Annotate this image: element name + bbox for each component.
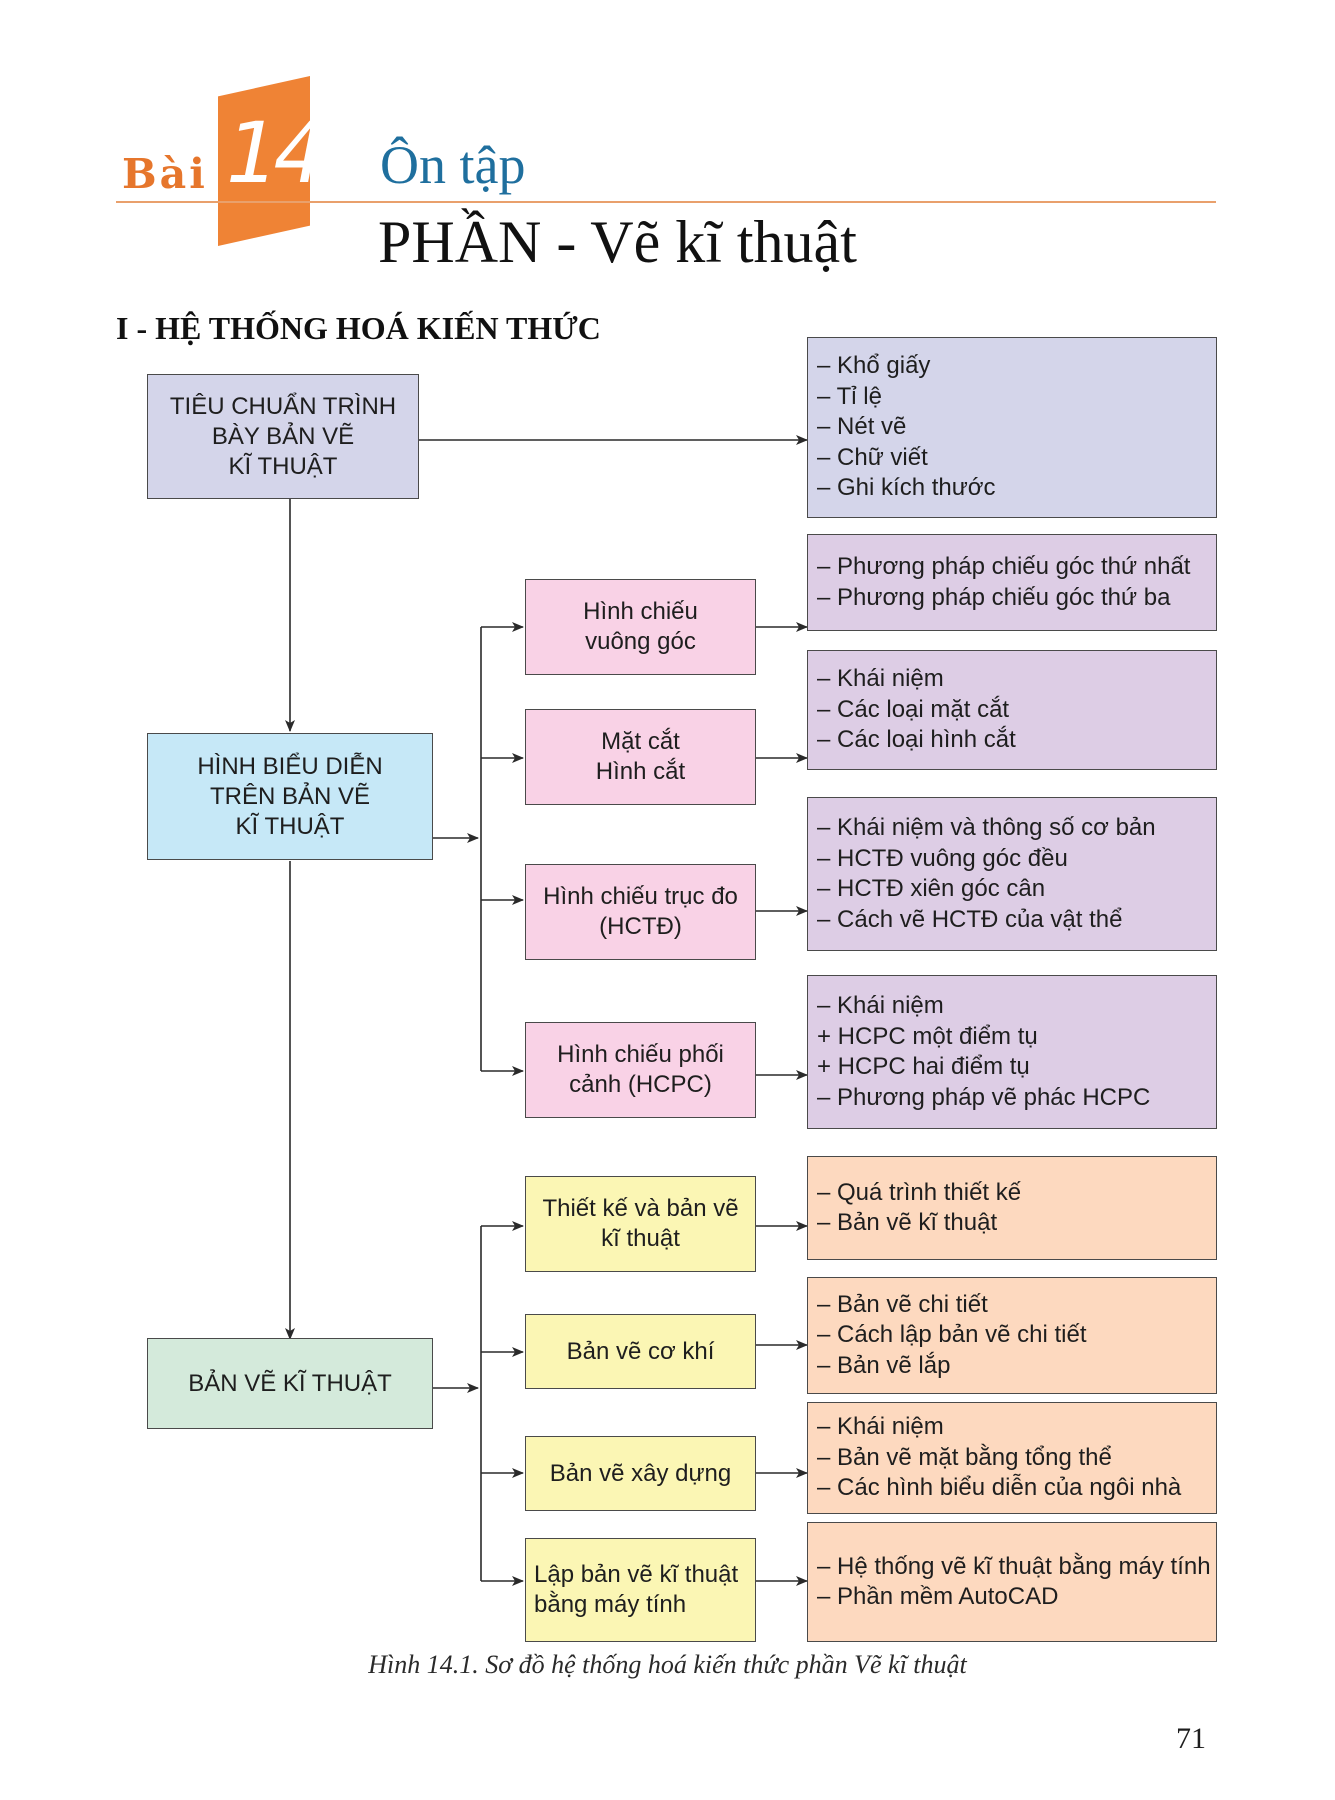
node-line: KĨ THUẬT: [228, 452, 338, 480]
detail-standards: – Khổ giấy – Tỉ lệ – Nét vẽ – Chữ viết –…: [807, 337, 1217, 518]
detail-item: – HCTĐ xiên góc cân: [817, 875, 1046, 902]
detail-item: – Các loại mặt cắt: [817, 695, 1010, 723]
header-divider: [116, 201, 1216, 203]
node-line: BẢN VẼ KĨ THUẬT: [188, 1369, 392, 1397]
node-line: bằng máy tính: [534, 1591, 687, 1618]
detail-item: – Bản vẽ mặt bằng tổng thể: [817, 1443, 1112, 1471]
node-line: Hình chiếu: [583, 598, 698, 625]
node-line: kĩ thuật: [601, 1225, 680, 1252]
detail-item: – Phương pháp vẽ phác HCPC: [817, 1083, 1151, 1111]
detail-computer-drawings: – Hệ thống vẽ kĩ thuật bằng máy tính – P…: [807, 1522, 1217, 1642]
node-line: Lập bản vẽ kĩ thuật: [534, 1561, 739, 1588]
detail-item: – Ghi kích thước: [817, 474, 996, 502]
branch-orthographic-projection: Hình chiếu vuông góc: [525, 579, 756, 675]
detail-orthographic-projection: – Phương pháp chiếu góc thứ nhất – Phươn…: [807, 534, 1217, 631]
detail-item: – Cách lập bản vẽ chi tiết: [817, 1321, 1087, 1349]
detail-item: – HCTĐ vuông góc đều: [817, 844, 1068, 872]
detail-axonometric-projection: – Khái niệm và thông số cơ bản – HCTĐ vu…: [807, 797, 1217, 951]
section-heading: I - HỆ THỐNG HOÁ KIẾN THỨC: [116, 310, 601, 346]
branch-computer-drawings: Lập bản vẽ kĩ thuật bằng máy tính: [525, 1538, 756, 1642]
node-technical-drawings: BẢN VẼ KĨ THUẬT: [147, 1338, 433, 1429]
node-line: Bản vẽ xây dựng: [549, 1459, 732, 1487]
detail-item: – Khái niệm: [817, 992, 944, 1019]
detail-item: – Các hình biểu diễn của ngôi nhà: [817, 1474, 1182, 1502]
lesson-label: Bài: [122, 150, 208, 198]
node-line: TIÊU CHUẨN TRÌNH: [169, 392, 397, 420]
node-line: BÀY BẢN VẼ: [211, 422, 355, 450]
detail-item: – Khái niệm: [817, 1413, 944, 1441]
node-line: Hình cắt: [595, 758, 686, 785]
detail-item: – Các loại hình cắt: [817, 726, 1016, 754]
node-line: vuông góc: [585, 628, 696, 655]
node-line: HÌNH BIỂU DIỄN: [197, 752, 383, 780]
node-line: cảnh (HCPC): [569, 1071, 712, 1098]
detail-perspective-projection: – Khái niệm + HCPC một điểm tụ + HCPC ha…: [807, 975, 1217, 1129]
detail-sections: – Khái niệm – Các loại mặt cắt – Các loạ…: [807, 650, 1217, 770]
detail-item: – Nét vẽ: [817, 413, 907, 441]
node-line: (HCTĐ): [599, 913, 682, 940]
detail-item: – Phần mềm AutoCAD: [817, 1583, 1059, 1610]
detail-item: – Phương pháp chiếu góc thứ nhất: [817, 553, 1191, 580]
node-line: TRÊN BẢN VẼ: [209, 782, 371, 810]
detail-item: + HCPC hai điểm tụ: [817, 1053, 1030, 1080]
branch-sections: Mặt cắt Hình cắt: [525, 709, 756, 805]
node-line: Bản vẽ cơ khí: [566, 1337, 715, 1365]
lesson-subtitle: PHẦN - Vẽ kĩ thuật: [378, 209, 857, 275]
detail-design-and-drawings: – Quá trình thiết kế – Bản vẽ kĩ thuật: [807, 1156, 1217, 1260]
detail-item: – Phương pháp chiếu góc thứ ba: [817, 583, 1171, 611]
detail-item: – Khái niệm và thông số cơ bản: [817, 814, 1156, 841]
detail-mechanical-drawings: – Bản vẽ chi tiết – Cách lập bản vẽ chi …: [807, 1277, 1217, 1394]
node-line: Hình chiếu trục đo: [543, 883, 738, 910]
figure-caption: Hình 14.1. Sơ đồ hệ thống hoá kiến thức …: [368, 1650, 967, 1679]
branch-design-and-drawings: Thiết kế và bản vẽ kĩ thuật: [525, 1176, 756, 1272]
page-number: 71: [1176, 1722, 1206, 1755]
branch-perspective-projection: Hình chiếu phối cảnh (HCPC): [525, 1022, 756, 1118]
node-standards: TIÊU CHUẨN TRÌNH BÀY BẢN VẼ KĨ THUẬT: [147, 374, 419, 499]
detail-item: + HCPC một điểm tụ: [817, 1022, 1038, 1050]
detail-item: – Bản vẽ lắp: [817, 1351, 951, 1379]
node-representation: HÌNH BIỂU DIỄN TRÊN BẢN VẼ KĨ THUẬT: [147, 733, 433, 860]
detail-item: – Bản vẽ chi tiết: [817, 1290, 988, 1318]
detail-item: – Tỉ lệ: [817, 382, 882, 410]
detail-item: – Quá trình thiết kế: [817, 1178, 1022, 1206]
detail-construction-drawings: – Khái niệm – Bản vẽ mặt bằng tổng thể –…: [807, 1402, 1217, 1514]
node-line: Thiết kế và bản vẽ: [542, 1195, 739, 1222]
branch-axonometric-projection: Hình chiếu trục đo (HCTĐ): [525, 864, 756, 960]
branch-mechanical-drawings: Bản vẽ cơ khí: [525, 1314, 756, 1389]
detail-item: – Khổ giấy: [817, 352, 931, 380]
lesson-title: Ôn tập: [380, 135, 526, 195]
node-line: Hình chiếu phối: [557, 1041, 724, 1068]
branch-construction-drawings: Bản vẽ xây dựng: [525, 1436, 756, 1511]
node-line: KĨ THUẬT: [235, 812, 345, 840]
node-line: Mặt cắt: [601, 728, 680, 755]
detail-item: – Bản vẽ kĩ thuật: [817, 1209, 998, 1236]
detail-item: – Khái niệm: [817, 665, 944, 693]
detail-item: – Chữ viết: [817, 443, 928, 471]
detail-item: – Hệ thống vẽ kĩ thuật bằng máy tính: [817, 1552, 1211, 1580]
lesson-number-badge: [218, 76, 310, 246]
detail-item: – Cách vẽ HCTĐ của vật thể: [817, 905, 1123, 933]
